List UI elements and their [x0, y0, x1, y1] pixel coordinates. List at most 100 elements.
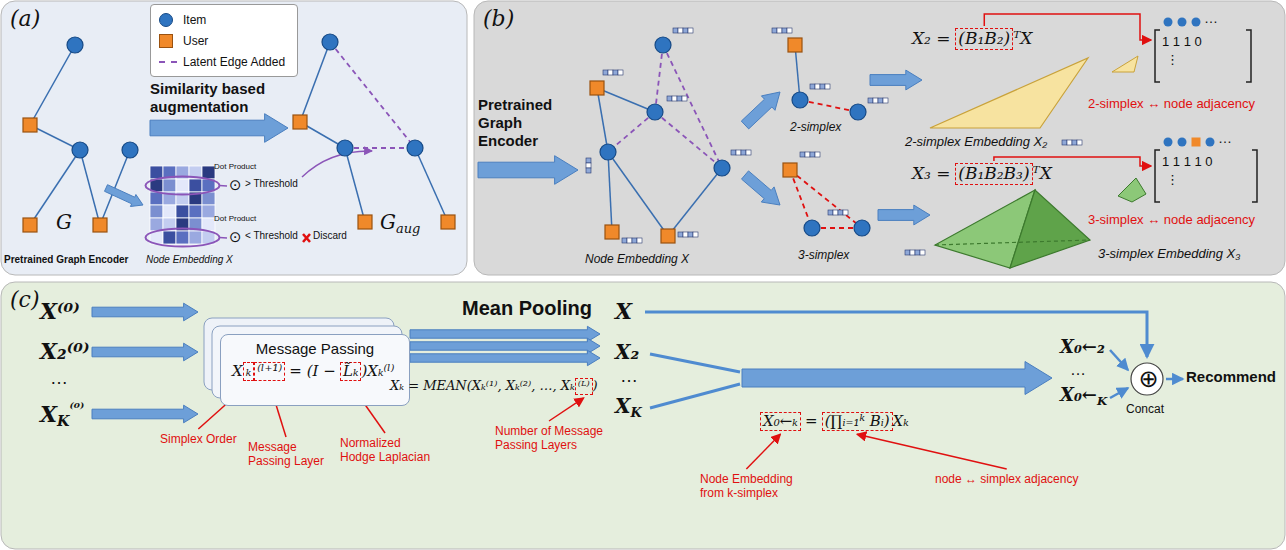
text-run: X₂ =(B₁B₂)ᵀX: [912, 28, 1032, 50]
graph-name: G: [380, 210, 396, 234]
block-arrow: [410, 338, 600, 353]
formula: (B₁B₂B₃): [955, 163, 1032, 185]
item-node: [854, 220, 870, 236]
graph-edge: [30, 45, 75, 125]
matrix-bracket: [1155, 30, 1251, 82]
embedding-cell: [618, 70, 623, 75]
text-run: 3-simplex: [798, 248, 849, 262]
threshold-label: < Threshold: [245, 230, 298, 241]
embedding-cell: [920, 250, 925, 255]
formula: Xₖ = MEAN(Xₖ⁽¹⁾, Xₖ⁽²⁾, …, Xₖ: [390, 378, 575, 393]
legend-box: ItemUserLatent Edge Added: [150, 4, 298, 77]
legend-row: Latent Edge Added: [159, 51, 289, 72]
formula: ₖ: [243, 362, 254, 381]
item-node: [72, 142, 88, 158]
embedding-cell: [672, 96, 677, 101]
latent-edge: [330, 42, 415, 148]
graph-name: G: [56, 210, 72, 234]
text-run: X₃ =(B₁B₂B₃)ᵀX: [912, 163, 1052, 185]
block-arrow: [92, 405, 198, 423]
text-run: Dot Product: [214, 162, 256, 172]
item-node: [122, 142, 138, 158]
block-arrow: [150, 114, 288, 143]
output-label: Recommend: [1186, 368, 1276, 385]
3-simplex-face: [1010, 190, 1090, 268]
3-simplex-icon: [1118, 178, 1146, 202]
embedding-cell: [810, 152, 815, 157]
item-node: [322, 34, 338, 50]
text-run: ⋮: [1166, 172, 1179, 188]
legend-text: User: [183, 34, 208, 48]
text-run: XK⁽⁰⁾: [40, 400, 84, 430]
latent-edge: [608, 112, 655, 152]
operation-label: Dot Product: [214, 214, 256, 223]
text-run: X₀←₂: [1060, 336, 1105, 358]
operator-symbol: ⊙: [229, 228, 242, 245]
text-run: 1 1 1 1 0: [1162, 154, 1213, 170]
panel-background: [1, 282, 1285, 549]
item-node: [804, 220, 820, 236]
embedding-cell: [868, 98, 873, 103]
user-node: [783, 163, 797, 177]
concat-arrow: [1110, 388, 1128, 398]
embedding-cell: [843, 210, 848, 215]
input-symbol: X: [40, 401, 57, 427]
annotation-label: Message Passing Layer: [248, 440, 324, 468]
embedding-cell: [688, 28, 693, 33]
block-arrow: [870, 70, 922, 90]
simplex-label: 3-simplex: [798, 248, 849, 262]
text-run: Xₖ⁽ˡ⁺¹⁾= (I −L̃ₖ)Xₖ⁽ˡ⁾: [232, 362, 394, 381]
annotation-label: 3-simplex ↔ node adjacency: [1088, 212, 1255, 227]
operator-symbol: ⊕: [1138, 367, 1158, 391]
embedding-cell: [608, 70, 613, 75]
formula: Xₖ: [893, 412, 909, 430]
text-run: Mean Pooling: [462, 296, 592, 320]
text-run: Pretrained Graph Encoder: [4, 254, 128, 266]
embedding-cell: [627, 238, 632, 243]
embedding-cell: [810, 84, 815, 89]
discard-label: Discard: [313, 230, 347, 241]
embedding-cell: [1072, 140, 1077, 145]
text-run: Dot Product: [214, 214, 256, 224]
graph-edge: [345, 148, 365, 222]
step-label: Mean Pooling: [462, 297, 592, 319]
merge-line: [650, 354, 740, 372]
matrix-bracket: [1155, 150, 1257, 202]
user-node: [661, 229, 675, 243]
text-run: 1 1 1 0: [1162, 34, 1202, 50]
latent-edge: [663, 45, 722, 168]
formula: X₂ =: [912, 28, 951, 48]
item-marker: [1178, 138, 1187, 147]
graph-edge: [415, 148, 448, 222]
text-run: …: [1204, 10, 1218, 27]
embedding-matrix-cell: [202, 166, 215, 179]
embedding-cell: [637, 238, 642, 243]
embedding-cell: [678, 28, 683, 33]
item-node: [792, 92, 808, 108]
operation-label: Concat: [1126, 402, 1164, 416]
embedding-matrix-cell: [189, 205, 202, 218]
text-run: X₀←ₖ=(∏ᵢ₌₁ᵏ Bᵢ)Xₖ: [760, 412, 909, 431]
user-marker: [1192, 138, 1201, 147]
text-run: Xₖ = MEAN(Xₖ⁽¹⁾, Xₖ⁽²⁾, …, Xₖ⁽ᴸ⁾): [390, 378, 598, 395]
text-run: Similarity based augmentation: [150, 80, 290, 116]
leader-line: [220, 237, 228, 239]
embedding-cell: [688, 232, 693, 237]
simplex-edge: [790, 170, 862, 228]
embedding-cell: [772, 28, 777, 33]
formula: X₃ =: [912, 163, 951, 183]
embedding-cell: [741, 150, 746, 155]
simplex-edge: [790, 170, 812, 228]
embedding-cell: [1077, 140, 1082, 145]
user-node: [23, 218, 37, 232]
embedding-matrix-cell: [150, 218, 163, 231]
text-run: …: [620, 366, 638, 388]
formula: ): [593, 378, 598, 393]
matrix-row: 1 1 1 1 0: [1162, 154, 1213, 169]
embedding-cell: [787, 28, 792, 33]
text-run: Normalized Hodge Laplacian: [340, 436, 436, 465]
text-run: Pretrained Graph Encoder: [478, 96, 574, 150]
embedding-matrix-cell: [163, 179, 176, 192]
item-marker: [1178, 18, 1187, 27]
embedding-cell: [815, 84, 820, 89]
